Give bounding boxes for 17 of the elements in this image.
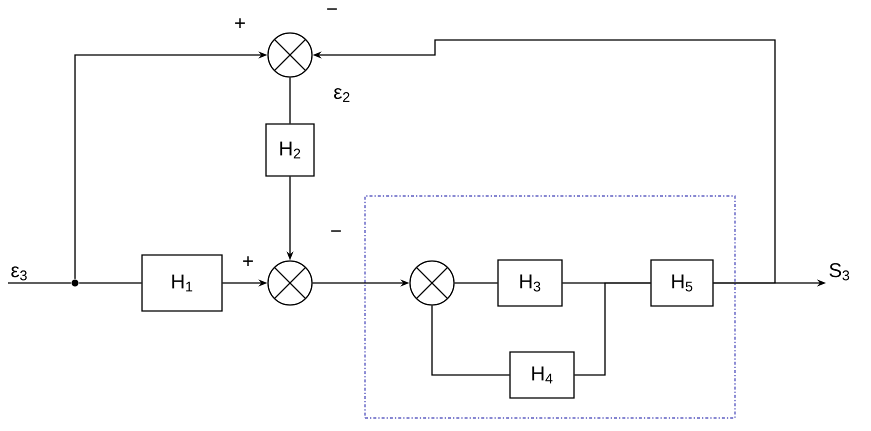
sign-label: + [235, 18, 245, 28]
dashed-group-box [364, 195, 736, 419]
summing-junction [409, 260, 455, 306]
sign-label: + [243, 256, 253, 266]
summing-junction [267, 260, 313, 306]
sign-label: ε$_{2}$ [334, 88, 350, 102]
transfer-block: H$_{4}$ [509, 351, 575, 399]
sign-label: − [327, 8, 337, 10]
signal-label: ε$_{3}$ [11, 266, 27, 280]
transfer-block: H$_{1}$ [141, 254, 223, 312]
signal-label: S$_{3}$ [830, 263, 850, 280]
sign-label: − [331, 230, 341, 232]
transfer-block: H$_{2}$ [265, 123, 315, 177]
transfer-block: H$_{5}$ [650, 259, 714, 307]
transfer-block: H$_{3}$ [497, 259, 563, 307]
summing-junction [267, 32, 313, 78]
junction-dot [72, 280, 78, 286]
